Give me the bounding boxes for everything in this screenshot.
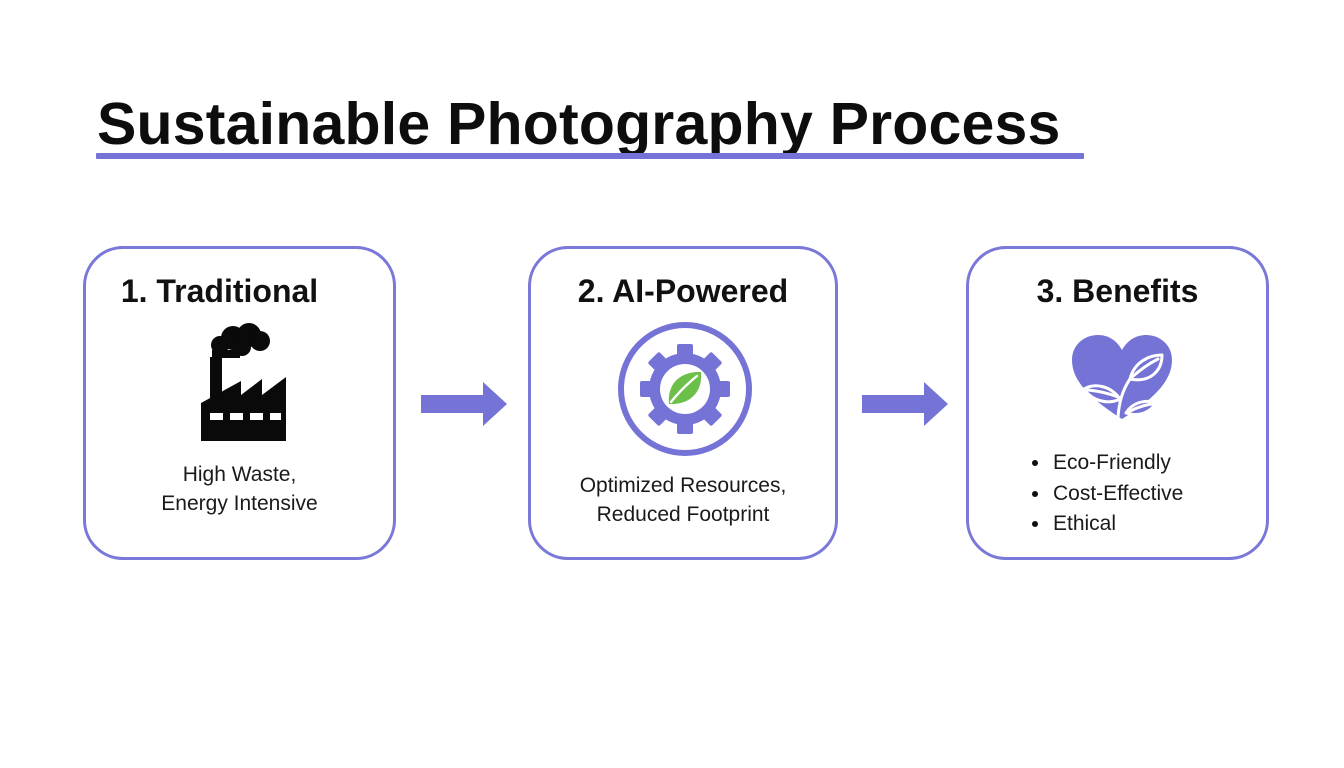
step-card-ai-powered: 2. AI-Powered Optimized Resources, Reduc… xyxy=(528,246,838,560)
list-item: Ethical xyxy=(1031,509,1183,540)
list-item: Cost-Effective xyxy=(1031,479,1183,510)
arrow-right-icon xyxy=(421,382,507,426)
heart-leaf-icon xyxy=(1072,335,1172,419)
step-description: High Waste, Energy Intensive xyxy=(86,460,393,518)
step-card-traditional: 1. Traditional High Waste, Energy Intens… xyxy=(83,246,396,560)
step-title: 1. Traditional xyxy=(120,273,319,309)
gear-leaf-icon xyxy=(618,322,752,456)
arrow-right-icon xyxy=(862,382,948,426)
list-item: Eco-Friendly xyxy=(1031,448,1183,479)
benefits-list: Eco-Friendly Cost-Effective Ethical xyxy=(1031,448,1183,540)
step-title: 2. AI-Powered xyxy=(577,273,789,309)
factory-icon xyxy=(201,323,286,441)
step-title: 3. Benefits xyxy=(1036,273,1199,309)
step-description: Optimized Resources, Reduced Footprint xyxy=(531,471,835,529)
step-card-benefits: 3. Benefits Eco-Friendly Cost-Effective … xyxy=(966,246,1269,560)
step-description-line: Optimized Resources, xyxy=(579,474,787,497)
step-description-line: Reduced Footprint xyxy=(596,503,770,526)
page-title: Sustainable Photography Process xyxy=(97,91,1061,157)
title-underline xyxy=(96,153,1084,159)
step-description-line: High Waste, xyxy=(182,463,297,486)
step-description-line: Energy Intensive xyxy=(161,492,318,515)
